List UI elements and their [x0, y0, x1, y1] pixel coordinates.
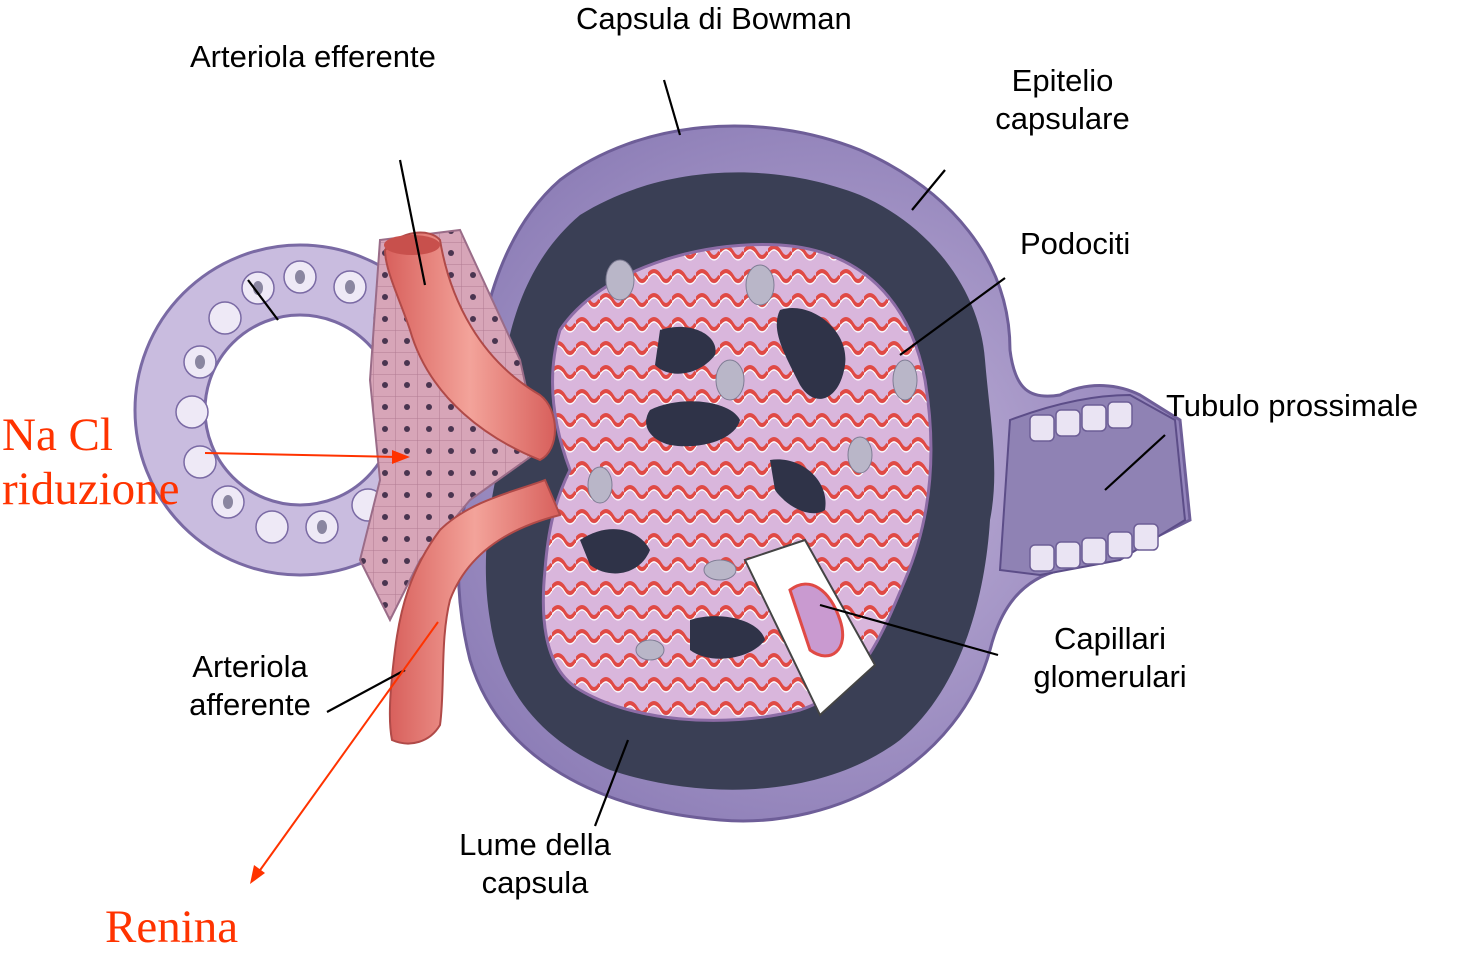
annotation-nacl-line1: Na Cl	[2, 408, 180, 462]
label-epitelio-line1: Epitelio	[975, 62, 1150, 100]
label-tubulo-prossimale: Tubulo prossimale	[1166, 387, 1418, 425]
label-capsula-bowman: Capsula di Bowman	[576, 0, 852, 38]
label-arteriola-aff-line2: afferente	[170, 686, 330, 724]
proximal-tubule	[1000, 395, 1185, 575]
label-capillari-glomerulari: Capillari glomerulari	[1010, 620, 1210, 696]
label-capillari-line2: glomerulari	[1010, 658, 1210, 696]
label-capillari-line1: Capillari	[1010, 620, 1210, 658]
label-lume-line2: capsula	[430, 864, 640, 902]
label-lume-line1: Lume della	[430, 826, 640, 864]
glomerular-tuft	[543, 244, 931, 720]
label-podociti: Podociti	[1020, 225, 1130, 263]
label-lume-capsula: Lume della capsula	[430, 826, 640, 902]
label-arteriola-aff-line1: Arteriola	[170, 648, 330, 686]
label-arteriola-efferente: Arteriola efferente	[190, 38, 436, 76]
efferent-lumen	[384, 235, 440, 255]
label-arteriola-afferente: Arteriola afferente	[170, 648, 330, 724]
annotation-nacl-line2: riduzione	[2, 462, 180, 516]
annotation-nacl: Na Cl riduzione	[2, 408, 180, 516]
annotation-renina: Renina	[105, 900, 238, 954]
label-epitelio-capsulare: Epitelio capsulare	[975, 62, 1150, 138]
label-epitelio-line2: capsulare	[975, 100, 1150, 138]
